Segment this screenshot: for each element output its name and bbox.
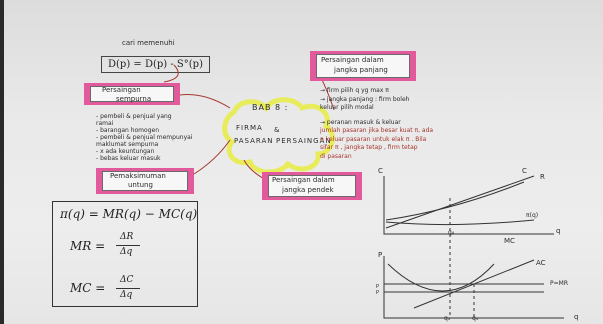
list-item: n keluar pasaran untuk elak π . Bila	[320, 135, 427, 143]
bottom-graph-p2: P	[376, 290, 380, 296]
mc-numerator: ΔC	[120, 275, 134, 285]
cost-revenue-graphs	[383, 175, 564, 319]
ac-curve	[387, 263, 495, 292]
center-topic-persaingan: PERSAINGAN	[276, 137, 332, 145]
mr-label: MR =	[70, 239, 106, 253]
list-item: maklumat sempurna	[96, 141, 159, 148]
list-item: → firm pilih q yg max π	[320, 87, 389, 94]
perfect-competition-box	[90, 86, 174, 102]
center-topic-pasaran: PASARAN	[234, 137, 274, 145]
top-graph-x-label: q	[556, 227, 561, 235]
long-run-title-2: jangka panjang	[334, 66, 388, 74]
profit-max-title-2: untung	[128, 181, 153, 189]
perfect-competition-title-2: sempurna	[116, 95, 152, 103]
bottom-graph-y-label: P	[378, 251, 383, 259]
mr-denominator: Δq	[120, 247, 133, 257]
bottom-graph-axes	[383, 256, 564, 319]
list-item: → jangka panjang : firm boleh	[320, 95, 410, 103]
bottom-graph-mc-label: MC	[504, 237, 515, 245]
short-run-title-1: Persaingan dalam	[272, 176, 335, 184]
bottom-graph-q3-label: q₃	[444, 315, 451, 322]
profit-curve	[385, 219, 535, 226]
perfect-competition-title-1: Persaingan	[102, 86, 141, 94]
list-item: - barangan homogen	[96, 127, 159, 134]
profit-formula: π(q) = MR(q) − MC(q)	[60, 207, 198, 221]
center-topic-amp: &	[274, 126, 280, 134]
mr-fraction-bar	[116, 245, 140, 246]
bottom-graph-x-label: q	[574, 313, 579, 321]
long-run-list: → firm pilih q yg max π → jangka panjang…	[320, 87, 433, 161]
list-item: ramai	[96, 120, 114, 127]
center-cloud	[222, 97, 335, 175]
revenue-curve	[385, 175, 535, 229]
bottom-graph-q4-label: q₄	[472, 315, 479, 322]
list-item: jumlah pasaran jika besar kuat π, ada	[320, 127, 434, 134]
caption-text: cari memenuhi	[122, 39, 175, 47]
market-equation: D(p) = D(p) - S°(p)	[101, 56, 210, 73]
top-graph-r-label: R	[540, 173, 545, 181]
bottom-graph-p1: P	[376, 284, 380, 290]
profit-max-title-1: Pemaksimuman	[110, 172, 166, 180]
cost-curve	[385, 181, 525, 221]
top-graph-q4-label: q₄	[448, 229, 455, 236]
list-item: - pembeli & penjual yang	[96, 113, 172, 120]
list-item: - x ada keuntungan	[96, 148, 155, 155]
bottom-graph-price-label: P=MR	[550, 280, 568, 287]
long-run-title-1: Persaingan dalam	[321, 56, 384, 64]
mc-fraction-bar	[116, 288, 140, 289]
bottom-graph-ac-label: AC	[536, 259, 546, 267]
center-topic-firma: FIRMA	[236, 124, 263, 132]
list-item: sifar π , jangka tetap , firm tetap	[320, 144, 418, 151]
short-run-title-2: jangka pendek	[282, 186, 334, 194]
top-graph-y-label: C	[378, 167, 383, 175]
center-topic-line1: BAB 8 :	[252, 103, 289, 112]
long-run-box	[316, 54, 410, 78]
list-item: keluar pilih modal	[320, 104, 374, 111]
list-item: di pasaran	[320, 152, 352, 160]
notebook-page: cari memenuhi D(p) = D(p) - S°(p) Persai…	[4, 0, 603, 324]
top-graph-c-label: C	[522, 167, 527, 175]
list-item: - bebas keluar masuk	[96, 155, 161, 162]
list-item: - pembeli & penjual mempunyai	[96, 134, 193, 141]
mr-numerator: ΔR	[120, 232, 134, 242]
perfect-competition-list: - pembeli & penjual yang ramai - baranga…	[96, 113, 192, 162]
short-run-box	[268, 175, 356, 197]
top-graph-pi-label: π(q)	[526, 212, 539, 219]
mc-denominator: Δq	[120, 290, 133, 300]
profit-max-box	[102, 171, 188, 191]
formula-box	[52, 201, 198, 307]
top-graph-axes	[383, 176, 554, 235]
list-item: → peranan masuk & keluar	[320, 118, 401, 126]
mc-label: MC =	[70, 281, 106, 295]
